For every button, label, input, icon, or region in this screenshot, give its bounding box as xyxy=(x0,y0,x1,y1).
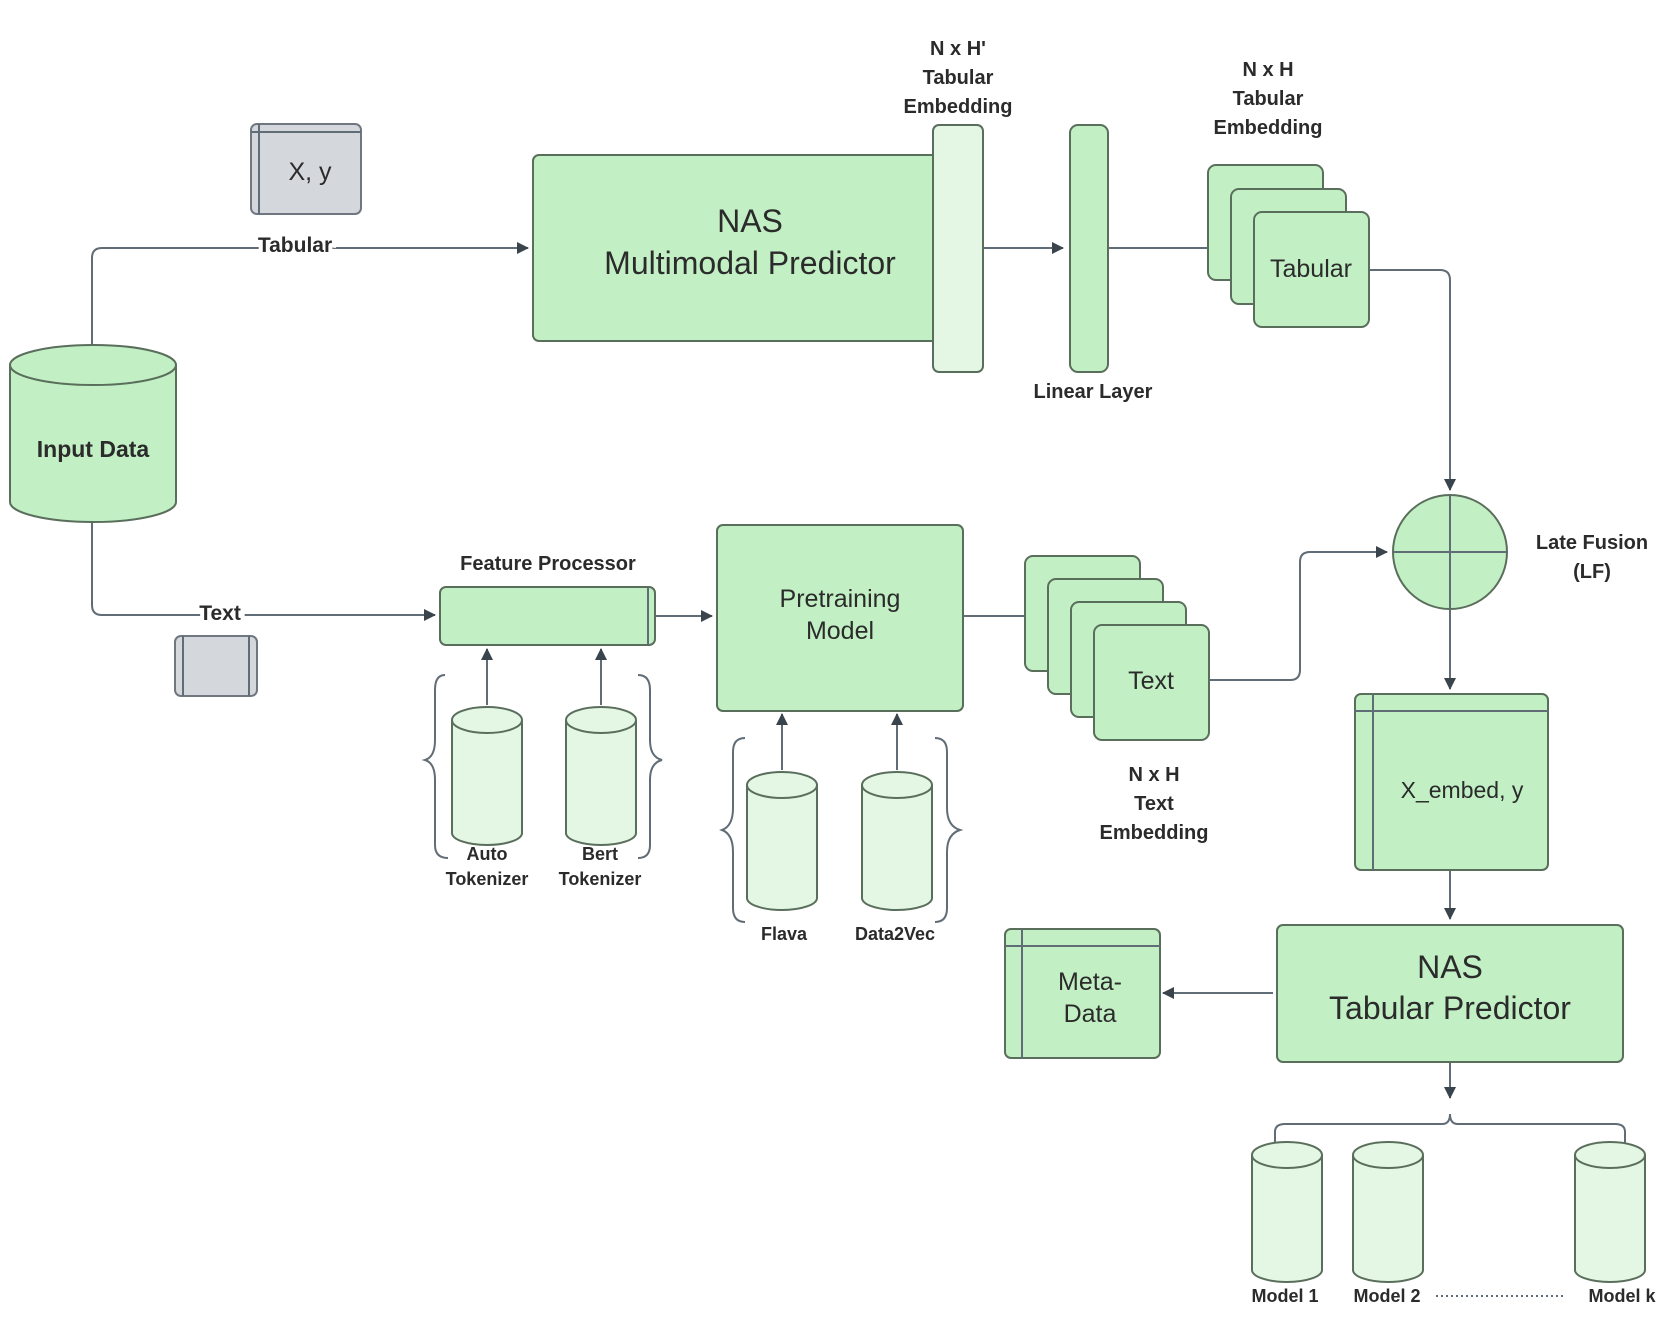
svg-text:NAS: NAS xyxy=(1417,949,1483,985)
svg-text:Data: Data xyxy=(1064,1000,1117,1028)
data2vec-label: Data2Vec xyxy=(855,924,935,944)
svg-text:Auto: Auto xyxy=(467,844,508,864)
flava-cylinder xyxy=(746,771,818,911)
edge-input-to-feature-processor xyxy=(91,520,436,621)
x-embed-label: X_embed, y xyxy=(1401,777,1524,803)
brace-models xyxy=(1274,1113,1626,1145)
late-fusion-label: Late Fusion (LF) xyxy=(1536,532,1648,583)
pretraining-model-node: Pretraining Model xyxy=(716,524,964,712)
svg-text:N x H: N x H xyxy=(1128,764,1179,786)
x-embed-table: X_embed, y xyxy=(1354,693,1549,871)
svg-text:N x H': N x H' xyxy=(930,38,986,60)
svg-text:N x H: N x H xyxy=(1242,59,1293,81)
svg-text:Tabular Predictor: Tabular Predictor xyxy=(1329,990,1571,1026)
auto-tokenizer-label: Auto Tokenizer xyxy=(446,844,529,889)
nas-tabular-predictor: NAS Tabular Predictor xyxy=(1276,924,1624,1063)
svg-text:(LF): (LF) xyxy=(1573,561,1611,583)
text-embedding-stack: Text xyxy=(1024,555,1210,741)
text-edge-label: Text xyxy=(199,602,241,625)
model-2-label: Model 2 xyxy=(1353,1286,1420,1306)
brace-tokenizers-right xyxy=(637,674,663,859)
late-fusion-node xyxy=(1392,494,1508,610)
svg-text:Model: Model xyxy=(806,617,874,645)
text-data-icon xyxy=(174,635,258,697)
xy-data-icon: X, y xyxy=(250,123,362,215)
svg-text:Embedding: Embedding xyxy=(904,96,1013,118)
feature-processor-node xyxy=(439,586,656,646)
svg-text:Tabular: Tabular xyxy=(923,67,994,89)
tabular-embedding-stack: Tabular xyxy=(1207,164,1370,328)
model-1-cylinder xyxy=(1251,1141,1323,1283)
bert-tokenizer-cylinder xyxy=(565,706,637,846)
model-k-cylinder xyxy=(1574,1141,1646,1283)
svg-text:Meta-: Meta- xyxy=(1058,968,1122,996)
nas-multimodal-subtitle: Multimodal Predictor xyxy=(604,245,896,281)
tabular-embedding-prime-label: N x H' Tabular Embedding xyxy=(904,38,1013,118)
auto-tokenizer-cylinder xyxy=(451,706,523,846)
feature-processor-label: Feature Processor xyxy=(460,553,636,575)
model-k-label: Model k xyxy=(1588,1286,1656,1306)
brace-pretraining-right xyxy=(934,737,964,923)
bert-tokenizer-label: Bert Tokenizer xyxy=(559,844,642,889)
svg-text:Late Fusion: Late Fusion xyxy=(1536,532,1648,554)
text-embedding-label: N x H Text Embedding xyxy=(1100,764,1209,844)
tabular-card-label: Tabular xyxy=(1270,255,1352,283)
svg-text:Bert: Bert xyxy=(582,844,618,864)
edge-input-to-nas-multimodal xyxy=(91,242,529,345)
svg-text:Tokenizer: Tokenizer xyxy=(446,869,529,889)
data2vec-cylinder xyxy=(861,771,933,911)
linear-layer-label: Linear Layer xyxy=(1034,381,1153,403)
edges xyxy=(91,242,1456,1099)
svg-text:Tokenizer: Tokenizer xyxy=(559,869,642,889)
meta-data-table: Meta- Data xyxy=(1004,928,1161,1059)
svg-text:Tabular: Tabular xyxy=(1233,88,1304,110)
edge-text-to-fusion xyxy=(1208,546,1388,681)
nas-multimodal-predictor: NAS Multimodal Predictor xyxy=(532,154,949,342)
svg-text:Embedding: Embedding xyxy=(1214,117,1323,139)
xy-label: X, y xyxy=(288,158,332,186)
model-2-cylinder xyxy=(1352,1141,1424,1283)
linear-layer-bar xyxy=(1069,124,1109,373)
nas-multimodal-title: NAS xyxy=(717,203,783,239)
braces xyxy=(421,674,1626,1145)
text-card-label: Text xyxy=(1128,667,1174,695)
input-data-label: Input Data xyxy=(37,436,150,462)
brace-tokenizers-left xyxy=(421,674,449,859)
flava-label: Flava xyxy=(761,924,808,944)
edge-tabular-to-fusion xyxy=(1370,269,1456,491)
brace-pretraining-left xyxy=(719,737,746,923)
tabular-embedding-prime-bar xyxy=(932,124,984,373)
svg-text:Text: Text xyxy=(1134,793,1174,815)
tabular-embedding-label: N x H Tabular Embedding xyxy=(1214,59,1323,139)
input-data-cylinder: Input Data xyxy=(9,344,177,523)
model-1-label: Model 1 xyxy=(1251,1286,1318,1306)
svg-text:Pretraining: Pretraining xyxy=(780,585,901,613)
tabular-edge-label: Tabular xyxy=(258,234,332,257)
svg-text:Embedding: Embedding xyxy=(1100,822,1209,844)
